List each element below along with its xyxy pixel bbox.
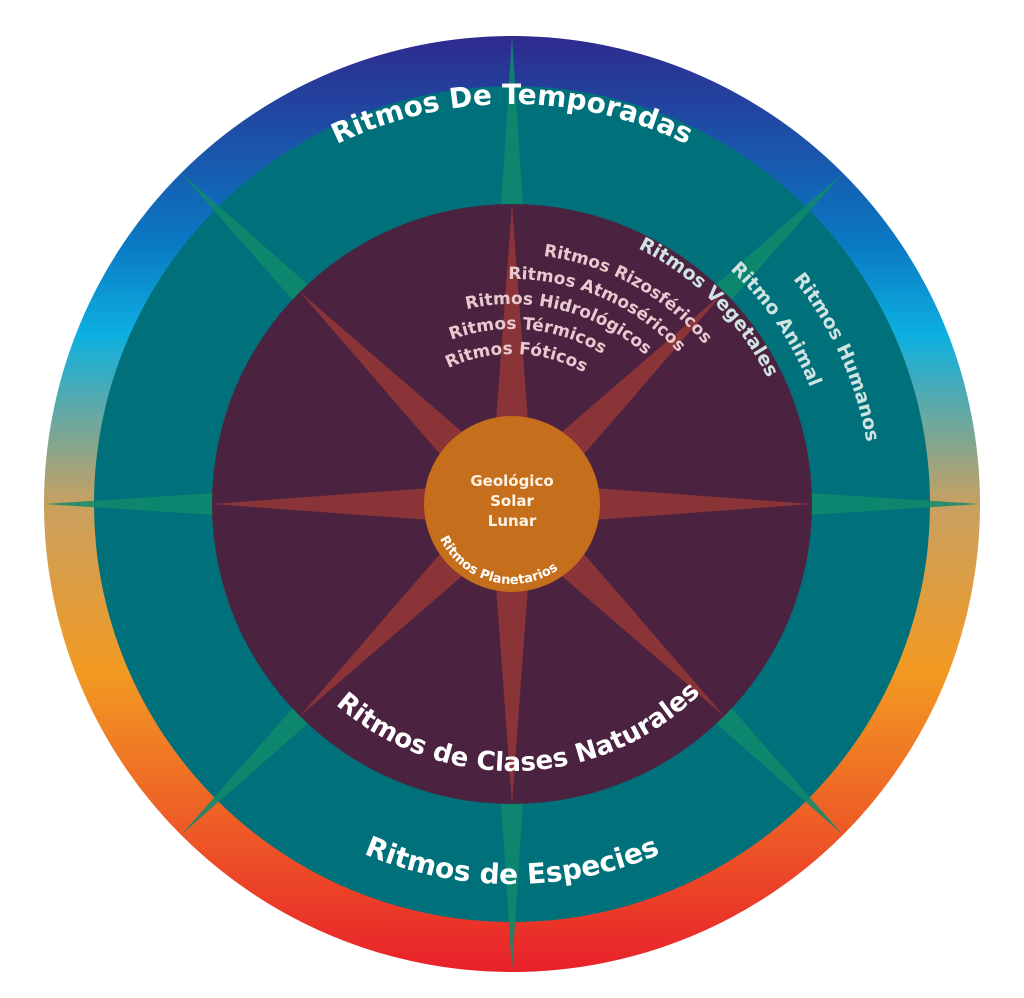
core-line-solar: Solar xyxy=(490,492,534,510)
core-line-geologico: Geológico xyxy=(470,472,553,490)
core-circle xyxy=(424,416,600,592)
core-line-lunar: Lunar xyxy=(488,512,537,530)
